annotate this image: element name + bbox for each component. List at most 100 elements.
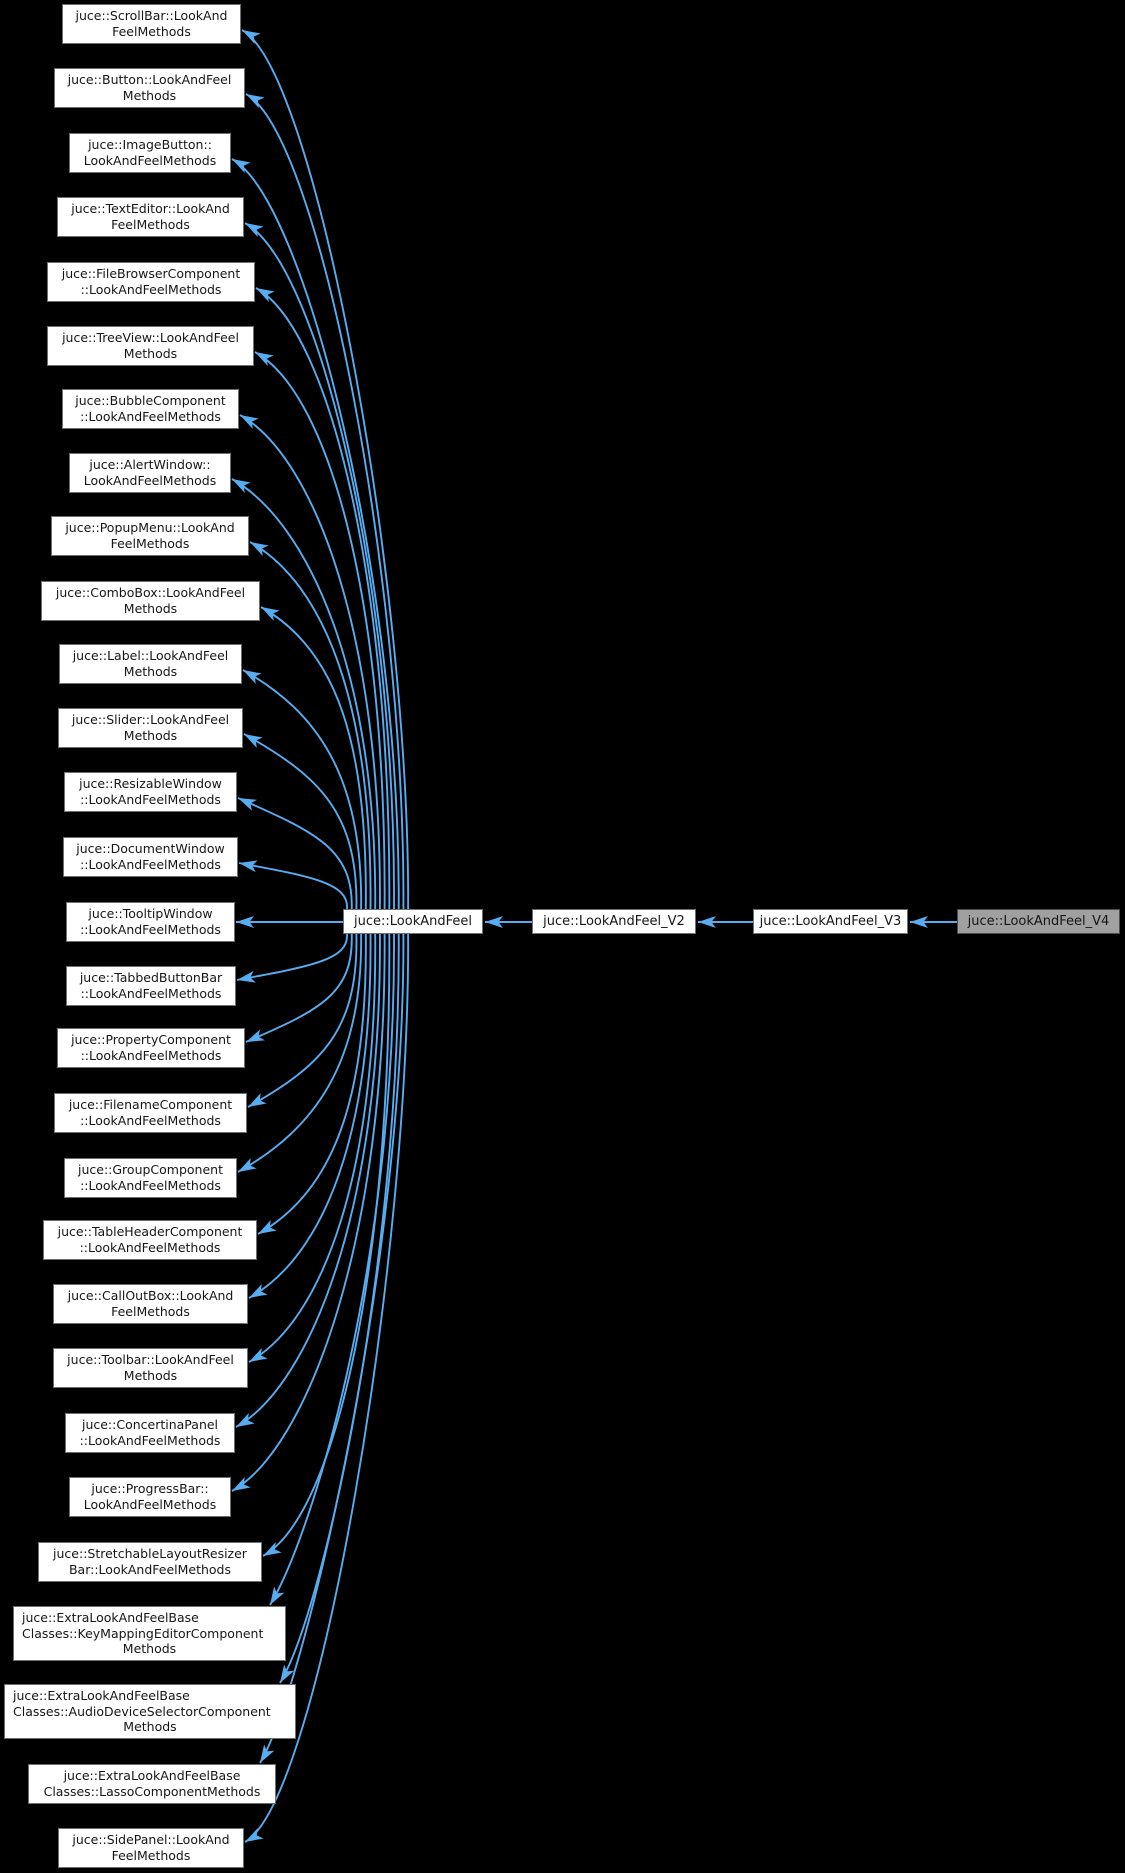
class-label-line: juce::ExtraLookAndFeelBase — [13, 1688, 190, 1704]
class-label-line: juce::SidePanel::LookAnd — [72, 1832, 230, 1848]
class-label-line: juce::ScrollBar::LookAnd — [75, 8, 228, 24]
class-label-line: juce::BubbleComponent — [75, 393, 226, 409]
class-label-line: ::LookAndFeelMethods — [79, 1433, 221, 1448]
inheritance-arrow — [235, 933, 381, 1428]
class-label-line: juce::FileBrowserComponent — [61, 266, 241, 282]
class-label-line: FeelMethods — [111, 217, 190, 232]
class-label-line: Classes::KeyMappingEditorComponent — [22, 1625, 264, 1641]
class-label-line: Methods — [123, 728, 178, 743]
class-label-line: ::LookAndFeelMethods — [80, 986, 222, 1001]
class-label-line: Methods — [122, 88, 177, 103]
class-label-line: FeelMethods — [111, 1848, 191, 1863]
class-node-tableheader[interactable]: juce::TableHeaderComponent::LookAndFeelM… — [43, 1220, 257, 1260]
class-label-line: juce::ConcertinaPanel — [81, 1417, 219, 1433]
class-label-line: FeelMethods — [110, 536, 190, 551]
class-node-tabbedbuttonbar[interactable]: juce::TabbedButtonBar::LookAndFeelMethod… — [66, 966, 236, 1006]
class-label-line: ::LookAndFeelMethods — [80, 1113, 221, 1128]
class-node-filename[interactable]: juce::FilenameComponent::LookAndFeelMeth… — [54, 1093, 247, 1133]
class-node-documentwindow[interactable]: juce::DocumentWindow::LookAndFeelMethods — [63, 837, 238, 877]
inheritance-arrow — [238, 860, 348, 910]
class-node-lookandfeel[interactable]: juce::LookAndFeel — [343, 909, 483, 934]
class-label-line: juce::ImageButton:: — [88, 137, 212, 153]
class-node-concertina[interactable]: juce::ConcertinaPanel::LookAndFeelMethod… — [65, 1413, 235, 1453]
inheritance-arrow — [244, 933, 410, 1843]
class-node-tooltip[interactable]: juce::TooltipWindow::LookAndFeelMethods — [66, 902, 235, 942]
class-node-filebrowser[interactable]: juce::FileBrowserComponent::LookAndFeelM… — [47, 262, 255, 302]
class-label-line: juce::ExtraLookAndFeelBase — [63, 1768, 241, 1784]
class-label-line: juce::LookAndFeel_V4 — [967, 913, 1110, 929]
inheritance-arrow — [241, 29, 410, 910]
inheritance-arrow — [237, 933, 363, 1173]
class-label-line: LookAndFeelMethods — [83, 473, 217, 488]
class-node-bubble[interactable]: juce::BubbleComponent::LookAndFeelMethod… — [62, 389, 239, 429]
class-node-property[interactable]: juce::PropertyComponent::LookAndFeelMeth… — [57, 1028, 245, 1068]
inheritance-arrow — [231, 478, 377, 910]
inheritance-arrow — [239, 414, 381, 910]
class-label-line: ::LookAndFeelMethods — [80, 792, 221, 807]
class-label-line: Methods — [123, 1368, 178, 1383]
class-label-line: LookAndFeelMethods — [83, 153, 217, 168]
class-label-line: Bar::LookAndFeelMethods — [68, 1562, 232, 1577]
class-label-line: juce::ResizableWindow — [79, 776, 222, 792]
class-node-progressbar[interactable]: juce::ProgressBar::LookAndFeelMethods — [69, 1477, 231, 1517]
class-label-line: LookAndFeelMethods — [83, 1497, 217, 1512]
class-label-line: ::LookAndFeelMethods — [80, 857, 221, 872]
inheritance-arrow — [231, 933, 386, 1492]
class-label-line: juce::TableHeaderComponent — [57, 1224, 243, 1240]
class-label-line: juce::ExtraLookAndFeelBase — [22, 1610, 199, 1626]
class-label-line: juce::PropertyComponent — [71, 1032, 231, 1048]
class-node-imagebutton[interactable]: juce::ImageButton::LookAndFeelMethods — [69, 133, 231, 173]
class-label-line: ::LookAndFeelMethods — [80, 282, 222, 297]
class-node-lookandfeel_v3[interactable]: juce::LookAndFeel_V3 — [753, 909, 908, 934]
class-node-lookandfeel_v4[interactable]: juce::LookAndFeel_V4 — [957, 909, 1120, 934]
class-node-lookandfeel_v2[interactable]: juce::LookAndFeel_V2 — [532, 909, 696, 934]
inheritance-arrow — [237, 797, 353, 910]
class-label-line: Methods — [122, 1641, 177, 1657]
inheritance-arrow — [257, 933, 367, 1235]
class-label-line: FeelMethods — [112, 24, 191, 39]
inheritance-arrow — [245, 93, 405, 910]
class-node-group[interactable]: juce::GroupComponent::LookAndFeelMethods — [64, 1158, 237, 1198]
inheritance-arrow — [248, 933, 372, 1299]
inheritance-arrow — [247, 933, 358, 1108]
class-label-line: juce::StretchableLayoutResizer — [53, 1546, 247, 1562]
class-label-line: FeelMethods — [111, 1304, 190, 1319]
class-label-line: juce::LookAndFeel_V3 — [759, 913, 902, 929]
class-label-line: juce::TabbedButtonBar — [79, 970, 223, 986]
class-label-line: juce::Toolbar::LookAndFeel — [67, 1352, 234, 1368]
class-label-line: ::LookAndFeelMethods — [80, 922, 221, 937]
inheritance-arrow — [254, 351, 386, 910]
class-label-line: juce::Label::LookAndFeel — [72, 648, 229, 664]
class-label-line: juce::PopupMenu::LookAnd — [65, 520, 235, 536]
class-label-line: Methods — [123, 1719, 177, 1735]
inheritance-arrow — [260, 606, 367, 910]
class-label-line: ::LookAndFeelMethods — [79, 1240, 221, 1255]
inheritance-arrow — [243, 733, 358, 910]
class-node-resizable[interactable]: juce::ResizableWindow::LookAndFeelMethod… — [64, 772, 237, 812]
inheritance-arrow — [255, 287, 391, 910]
class-label-line: juce::Slider::LookAndFeel — [71, 712, 230, 728]
class-label-line: ::LookAndFeelMethods — [80, 1048, 222, 1063]
inheritance-arrow — [231, 158, 400, 910]
class-node-alertwindow[interactable]: juce::AlertWindow::LookAndFeelMethods — [69, 453, 231, 493]
class-label-line: Methods — [123, 664, 178, 679]
class-label-line: Methods — [123, 601, 178, 616]
class-label-line: juce::ProgressBar:: — [91, 1481, 209, 1497]
